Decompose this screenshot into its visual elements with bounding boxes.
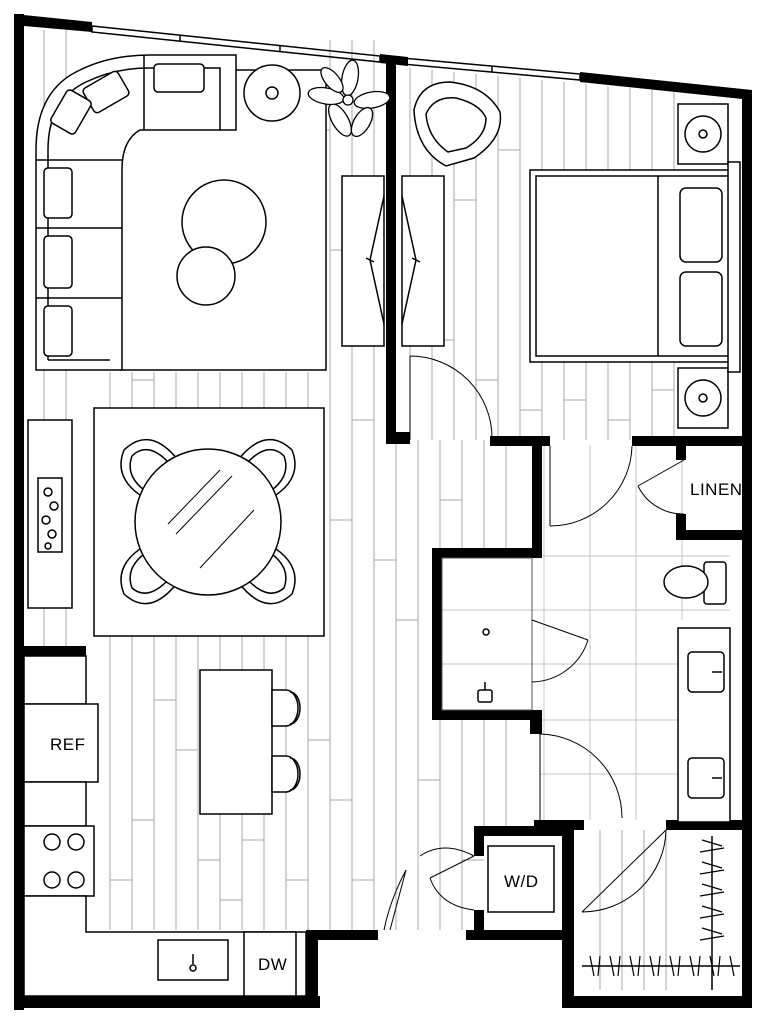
dishwasher: [243, 931, 297, 997]
shower-door: [531, 619, 589, 683]
burner-icon: [43, 871, 61, 889]
shower-drain-icon: [482, 628, 490, 636]
island-counter: [199, 669, 273, 815]
wall-linen-bottom: [676, 530, 744, 540]
kitchen: REF DW: [23, 655, 307, 997]
wall-bedroom-left: [386, 56, 396, 444]
bar-stool: [271, 755, 299, 793]
sofa-cushion: [43, 167, 73, 219]
drain-icon: [189, 964, 197, 972]
plant-icon: [307, 59, 391, 138]
burner-icon: [43, 833, 61, 851]
hangers: [589, 955, 735, 977]
wall-bottom-step: [306, 930, 318, 1008]
wall-bottom-hall: [466, 930, 566, 940]
dining-chair: [120, 543, 179, 605]
headboard: [727, 161, 741, 373]
wall-right: [742, 90, 752, 1008]
wall-bottom-left: [14, 996, 320, 1008]
burner-icon: [67, 871, 85, 889]
wall-wd-left: [474, 826, 484, 856]
walk-in-closet: [582, 836, 740, 990]
lamp-icon: [265, 86, 279, 100]
kitchen-island: [199, 669, 301, 815]
toilet: [663, 561, 727, 605]
wall-kitchen-top: [14, 646, 86, 656]
wd-bifold-door: [383, 847, 475, 931]
sofa-cushion: [43, 305, 73, 357]
wall-wd-left-low: [474, 910, 484, 940]
refrigerator: [23, 703, 99, 783]
linen-closet-label: LINEN: [690, 480, 743, 499]
wall-wd-top: [474, 826, 574, 836]
wall-left: [14, 14, 24, 1010]
burner-icon: [67, 833, 85, 851]
wall-bedroom-bottom-a: [490, 436, 550, 446]
wall-bath-left-lower: [530, 710, 542, 734]
pillow: [679, 271, 723, 347]
hall-bath-door: [539, 733, 623, 820]
shower: [441, 557, 533, 711]
bedroom-window: [401, 57, 581, 81]
wall-closet-left: [562, 826, 574, 1008]
counter-upper: [23, 655, 87, 705]
walls: [14, 14, 752, 1010]
wall-bedroom-left-jamb: [396, 432, 410, 444]
hangers: [699, 839, 725, 941]
sofa-cushion: [43, 235, 73, 289]
sofa-cushion: [50, 89, 92, 135]
fireplace: [27, 419, 73, 609]
wall-shower-top: [432, 548, 542, 558]
wall-bottom-step2: [306, 930, 378, 940]
wall-linen-left: [676, 436, 686, 460]
wall-top-left: [14, 14, 92, 32]
counter-mid: [23, 781, 87, 827]
side-table: [243, 64, 301, 122]
wall-shower-left: [432, 548, 442, 720]
dining-area: [93, 407, 325, 637]
dishwasher-label: DW: [258, 955, 287, 974]
bar-stool: [271, 689, 299, 727]
wall-bath-left: [532, 436, 542, 556]
dining-table: [134, 448, 282, 596]
linen-door: [637, 459, 685, 515]
dining-chair: [120, 438, 179, 501]
closet-door: [581, 829, 667, 913]
wall-bedroom-bottom-b: [632, 436, 742, 446]
living-room: [35, 54, 391, 371]
bath-sink: [687, 651, 725, 693]
washer-dryer-label: W/D: [504, 872, 539, 891]
wall-top-right: [580, 72, 752, 100]
wall-linen-left-low: [676, 514, 686, 538]
coffee-table-small: [176, 246, 236, 306]
stove: [23, 825, 95, 897]
hall-floor-planks: [395, 440, 507, 930]
wall-closet-bottom: [562, 996, 752, 1008]
armchair: [413, 81, 502, 167]
refrigerator-label: REF: [50, 735, 86, 754]
bath-sink: [687, 757, 725, 799]
dining-chair: [237, 438, 296, 501]
bathroom-door: [549, 445, 633, 527]
wall-bath-bottom-a: [534, 820, 584, 830]
sectional-sofa: [35, 54, 237, 371]
pillow: [679, 187, 723, 263]
shower-valve-icon: [477, 682, 493, 703]
laundry: W/D: [487, 845, 555, 913]
washer-dryer: [487, 845, 555, 913]
wall-shower-bottom: [432, 710, 542, 720]
wall-bath-bottom-b: [666, 820, 746, 830]
dining-chair: [237, 543, 296, 605]
lamp-icon: [684, 115, 722, 153]
door-swings: [383, 355, 685, 931]
bedroom-door: [409, 355, 493, 440]
sofa-cushion: [153, 63, 205, 93]
media-console: [341, 175, 385, 347]
lamp-icon: [684, 379, 722, 417]
dresser: [401, 175, 445, 347]
bathroom: LINEN: [441, 480, 743, 823]
bedroom: [401, 81, 741, 429]
